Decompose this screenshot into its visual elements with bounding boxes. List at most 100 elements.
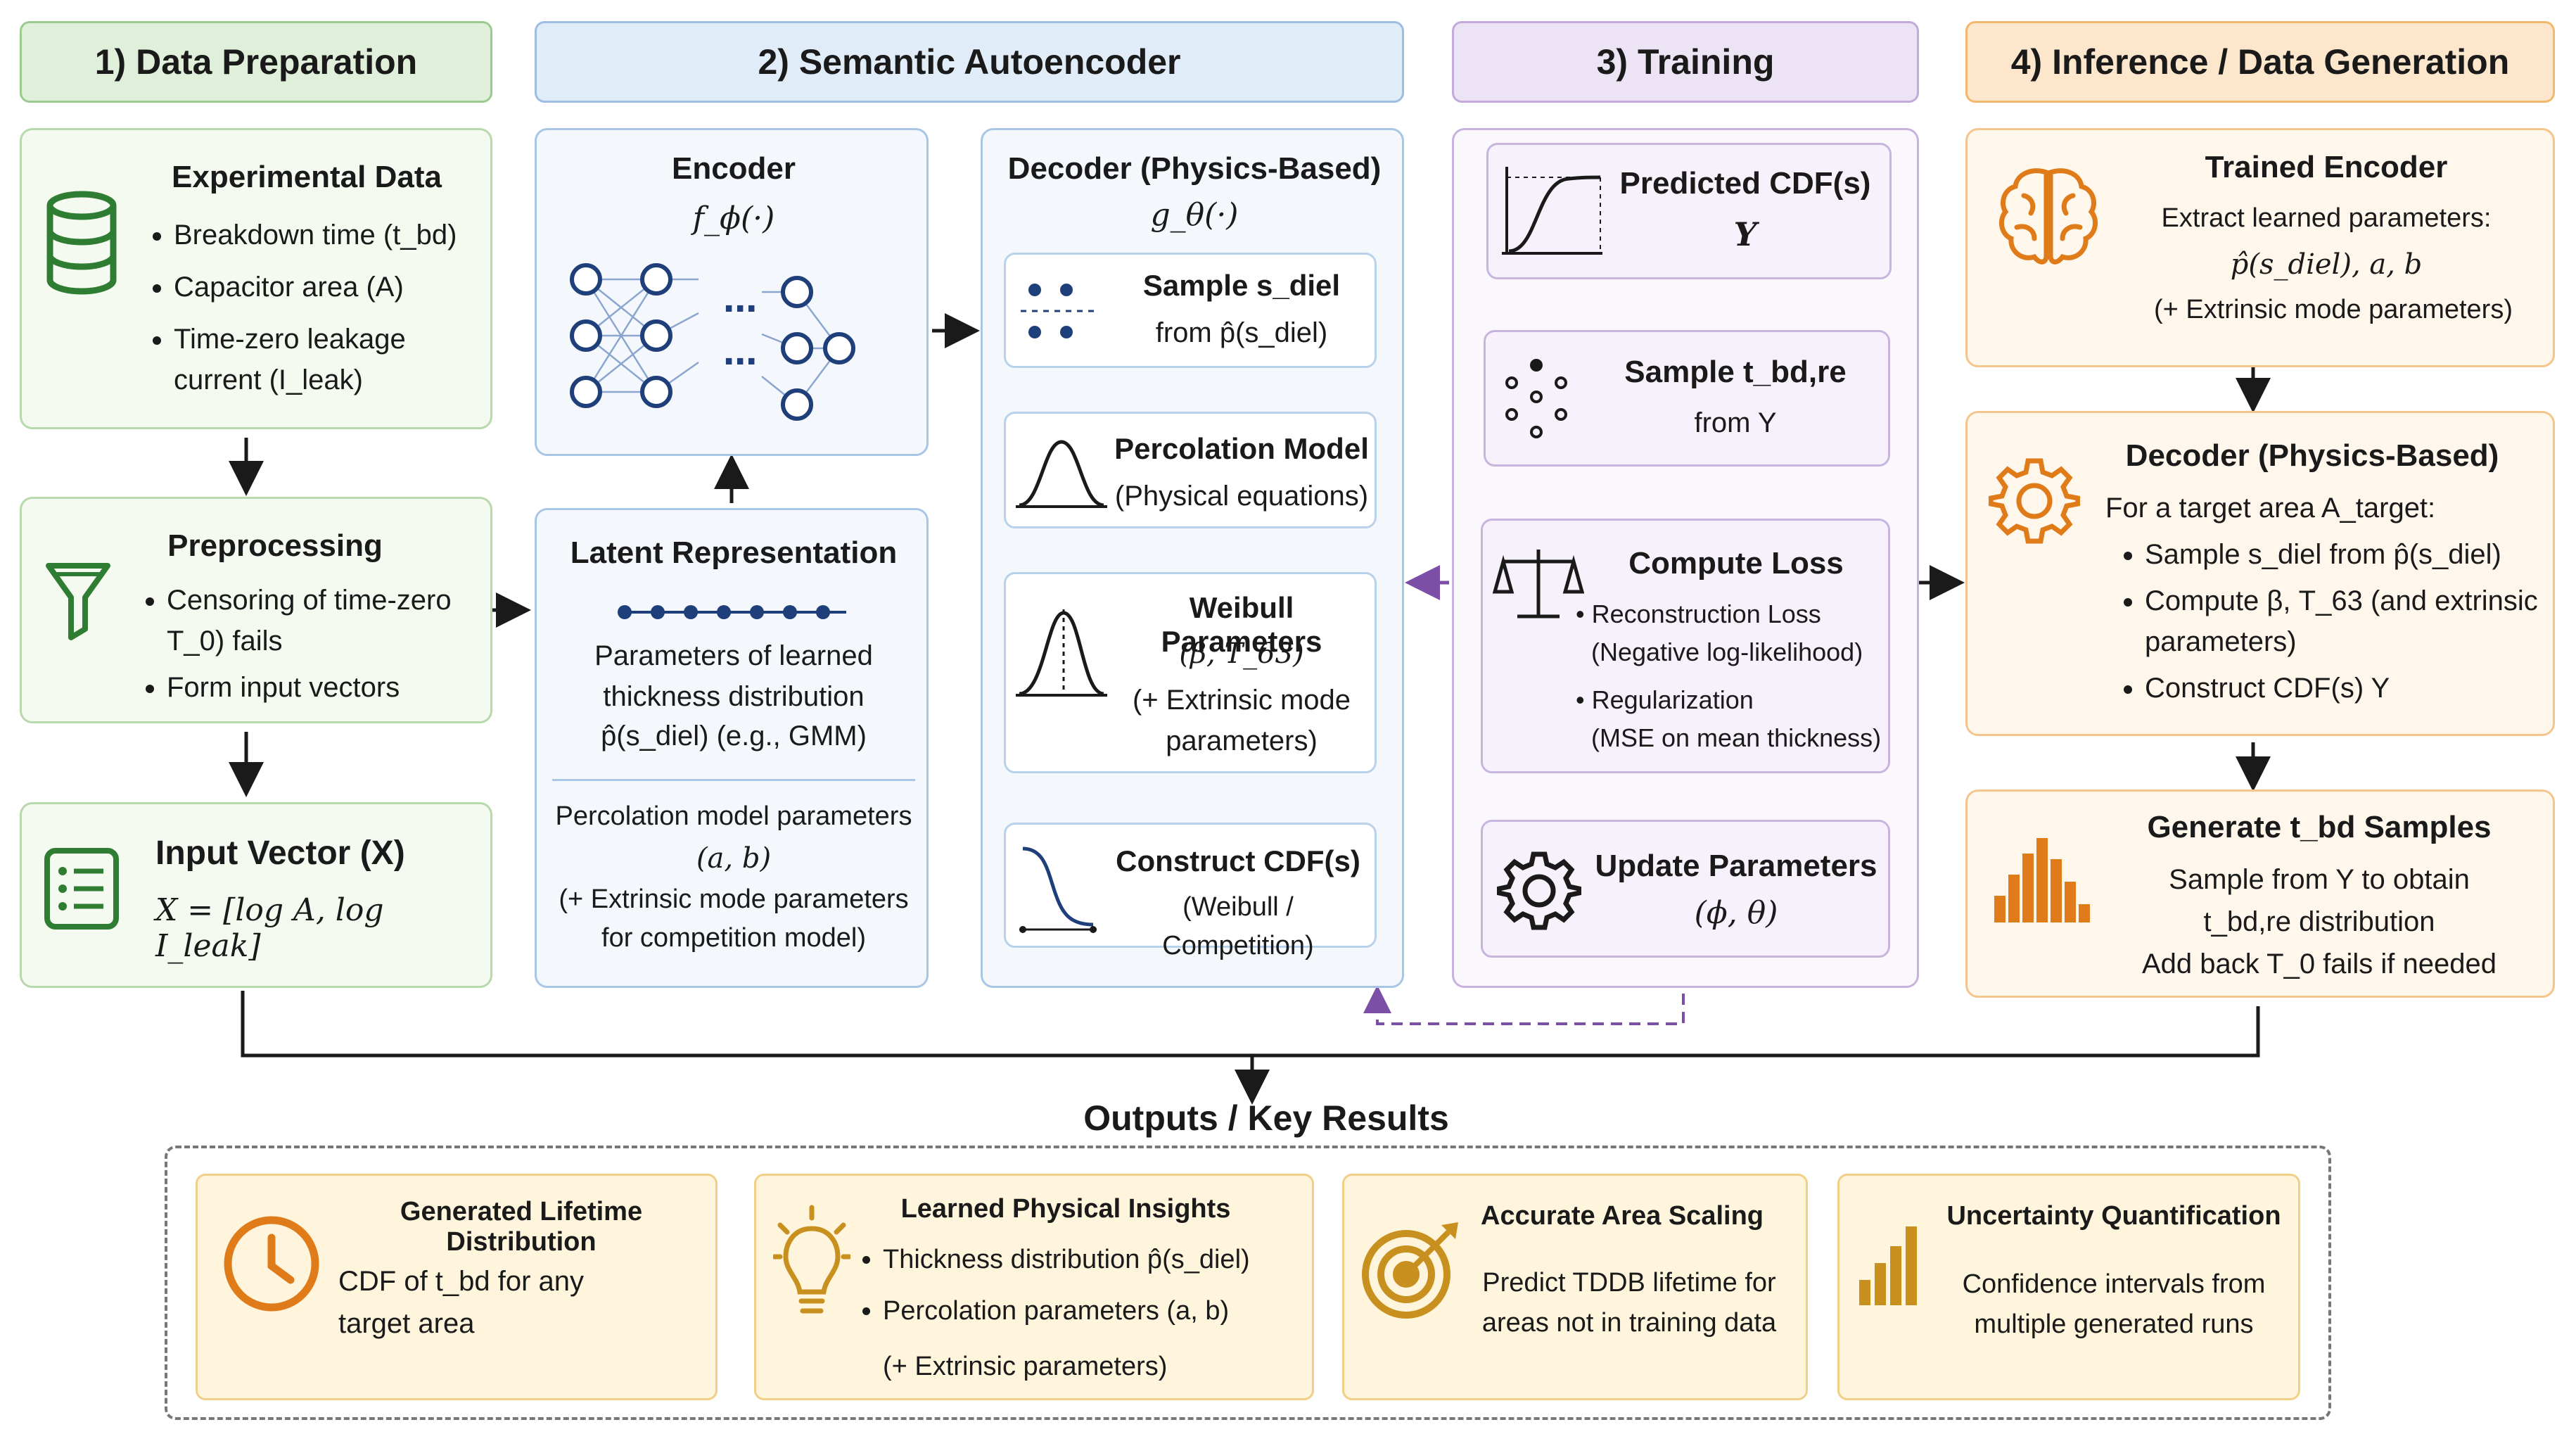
step-title: Predicted CDF(s) (1619, 166, 1871, 201)
list-item: • Reconstruction Loss (1576, 600, 1821, 628)
brain-icon (1998, 168, 2098, 265)
step-title: Construct CDF(s) (1116, 844, 1360, 877)
training-step-update: Update Parameters (ϕ, θ) (1481, 820, 1890, 958)
scatter-dots-icon (1021, 284, 1095, 338)
latent-text-3: Percolation model parameters (555, 801, 912, 831)
list-item: Construct CDF(s) Y (2145, 668, 2542, 709)
latent-text-5: (+ Extrinsic mode parameters for competi… (559, 884, 909, 953)
loss-items: • Reconstruction Loss (Negative log-like… (1576, 595, 1885, 757)
step-title: Percolation Model (1114, 432, 1369, 465)
encoder-panel: Encoder f_ϕ(·) ⋯ ⋯ (535, 128, 929, 456)
output-card-text: Confidence intervals from multiple gener… (1962, 1269, 2266, 1339)
output-card-text: Predict TDDB lifetime for areas not in t… (1481, 1268, 1777, 1338)
experimental-data-title: Experimental Data (172, 160, 442, 194)
neural-network-icon: ⋯ ⋯ (570, 263, 855, 421)
list-document-icon (44, 848, 119, 930)
generate-samples-panel: Generate t_bd Samples Sample from Y to o… (1965, 789, 2555, 998)
funnel-icon (46, 563, 110, 640)
training-panel: Predicted CDF(s) Y Sample t_bd,re from Y… (1452, 128, 1919, 988)
step-title: Weibull Parameters (1161, 591, 1322, 658)
dashed-feedback-loop (1363, 957, 1685, 1025)
latent-text-2: p̂(s_diel) (e.g., GMM) (601, 721, 867, 751)
scales-icon (1493, 550, 1584, 619)
decoder-step-construct-cdf: Construct CDF(s) (Weibull / Competition) (1004, 823, 1377, 960)
trained-encoder-text-3: (+ Extrinsic mode parameters) (2154, 295, 2513, 324)
bracket-to-outputs (241, 991, 2260, 1058)
generate-samples-text-1: Sample from Y to obtain (2169, 864, 2470, 895)
latent-vector-icon (618, 605, 846, 619)
trained-encoder-text-2: p̂(s_diel), a, b (2230, 248, 2423, 281)
input-vector-panel: Input Vector (X) X = [log A, log I_leak] (20, 802, 492, 988)
step-title: Compute Loss (1628, 546, 1844, 581)
input-vector-formula: X = [log A, log I_leak] (155, 892, 384, 964)
trained-encoder-panel: Trained Encoder Extract learned paramete… (1965, 128, 2555, 367)
training-step-compute-loss: Compute Loss • Reconstruction Loss (Nega… (1481, 519, 1890, 773)
preprocessing-panel: Preprocessing Censoring of time-zero T_0… (20, 497, 492, 723)
output-card-list: Thickness distribution p̂(s_diel) Percol… (848, 1241, 1312, 1331)
header-label: 4) Inference / Data Generation (2010, 42, 2510, 82)
outputs-title: Outputs / Key Results (1083, 1098, 1449, 1138)
preprocessing-list: Censoring of time-zero T_0) fails Form i… (127, 580, 486, 708)
output-card-uncertainty: Uncertainty Quantification Confidence in… (1837, 1174, 2300, 1400)
trained-encoder-title: Trained Encoder (2205, 150, 2448, 184)
input-vector-title: Input Vector (X) (155, 835, 405, 872)
list-item: Breakdown time (t_bd) (174, 215, 486, 255)
loss-item-label: Reconstruction Loss (1591, 600, 1821, 628)
histogram-icon (1994, 838, 2090, 922)
step-title: Sample t_bd,re (1624, 355, 1847, 389)
output-card-note: (+ Extrinsic parameters) (883, 1352, 1168, 1381)
latent-representation-panel: Latent Representation Parameters of lear… (535, 508, 929, 988)
generate-samples-text-2: t_bd,re distribution (2203, 906, 2435, 937)
preprocessing-title: Preprocessing (167, 528, 383, 563)
latent-divider (552, 779, 915, 781)
step-sub: from p̂(s_diel) (1155, 317, 1328, 348)
inference-decoder-list: Sample s_diel from p̂(s_diel) Compute β,… (2105, 534, 2542, 709)
step-sub: (ϕ, θ) (1694, 895, 1778, 931)
inference-decoder-panel: Decoder (Physics-Based) For a target are… (1965, 411, 2555, 736)
encoder-function: f_ϕ(·) (692, 201, 775, 236)
output-card-text: CDF of t_bd for any target area (338, 1266, 585, 1339)
latent-title: Latent Representation (570, 535, 898, 570)
list-item: Thickness distribution p̂(s_diel) (883, 1241, 1312, 1279)
step-title: Sample s_diel (1142, 269, 1341, 302)
step-sub-2: (+ Extrinsic mode parameters) (1132, 685, 1351, 756)
decoder-title: Decoder (Physics-Based) (1007, 151, 1382, 186)
header-label: 1) Data Preparation (94, 42, 418, 82)
header-inference: 4) Inference / Data Generation (1965, 21, 2555, 103)
generate-samples-title: Generate t_bd Samples (2147, 810, 2492, 844)
list-item: Time-zero leakage current (I_leak) (174, 319, 486, 400)
gear-icon (1497, 851, 1581, 930)
cdf-curve-icon (1502, 167, 1602, 255)
decoder-step-sample: Sample s_diel from p̂(s_diel) (1004, 253, 1377, 368)
experimental-data-list: Breakdown time (t_bd) Capacitor area (A)… (134, 215, 486, 400)
training-step-predicted-cdf: Predicted CDF(s) Y (1486, 143, 1892, 279)
output-card-title: Learned Physical Insights (900, 1194, 1231, 1224)
header-label: 2) Semantic Autoencoder (758, 42, 1181, 82)
decoder-function: g_θ(·) (1150, 197, 1239, 233)
generate-samples-text-3: Add back T_0 fails if needed (2141, 949, 2497, 979)
list-item: • Regularization (1576, 685, 1754, 714)
trained-encoder-text-1: Extract learned parameters: (2161, 203, 2492, 233)
step-title: Update Parameters (1595, 849, 1877, 883)
step-sub: Y (1733, 215, 1757, 253)
list-item: Sample s_diel from p̂(s_diel) (2145, 534, 2542, 575)
latent-text-1: Parameters of learned thickness distribu… (594, 640, 873, 712)
experimental-data-panel: Experimental Data Breakdown time (t_bd) … (20, 128, 492, 429)
step-sub: (β, T_63) (1179, 638, 1304, 670)
list-item: Form input vectors (167, 667, 486, 708)
header-data-preparation: 1) Data Preparation (20, 21, 492, 103)
target-icon (1362, 1222, 1458, 1319)
encoder-title: Encoder (671, 151, 796, 186)
inference-decoder-text: For a target area A_target: (2105, 493, 2436, 524)
decoder-panel: Decoder (Physics-Based) g_θ(·) Sample s_… (981, 128, 1404, 988)
header-training: 3) Training (1452, 21, 1919, 103)
output-card-title: Accurate Area Scaling (1481, 1201, 1764, 1231)
nn-ellipsis: ⋯ (723, 289, 757, 329)
cdf-curve-icon (1019, 846, 1097, 933)
decoder-step-percolation: Percolation Model (Physical equations) (1004, 412, 1377, 528)
step-sub: from Y (1694, 407, 1777, 438)
list-item: Censoring of time-zero T_0) fails (167, 580, 486, 661)
list-item: Capacitor area (A) (174, 267, 486, 307)
header-semantic-autoencoder: 2) Semantic Autoencoder (535, 21, 1404, 103)
bar-chart-icon (1859, 1226, 1917, 1305)
